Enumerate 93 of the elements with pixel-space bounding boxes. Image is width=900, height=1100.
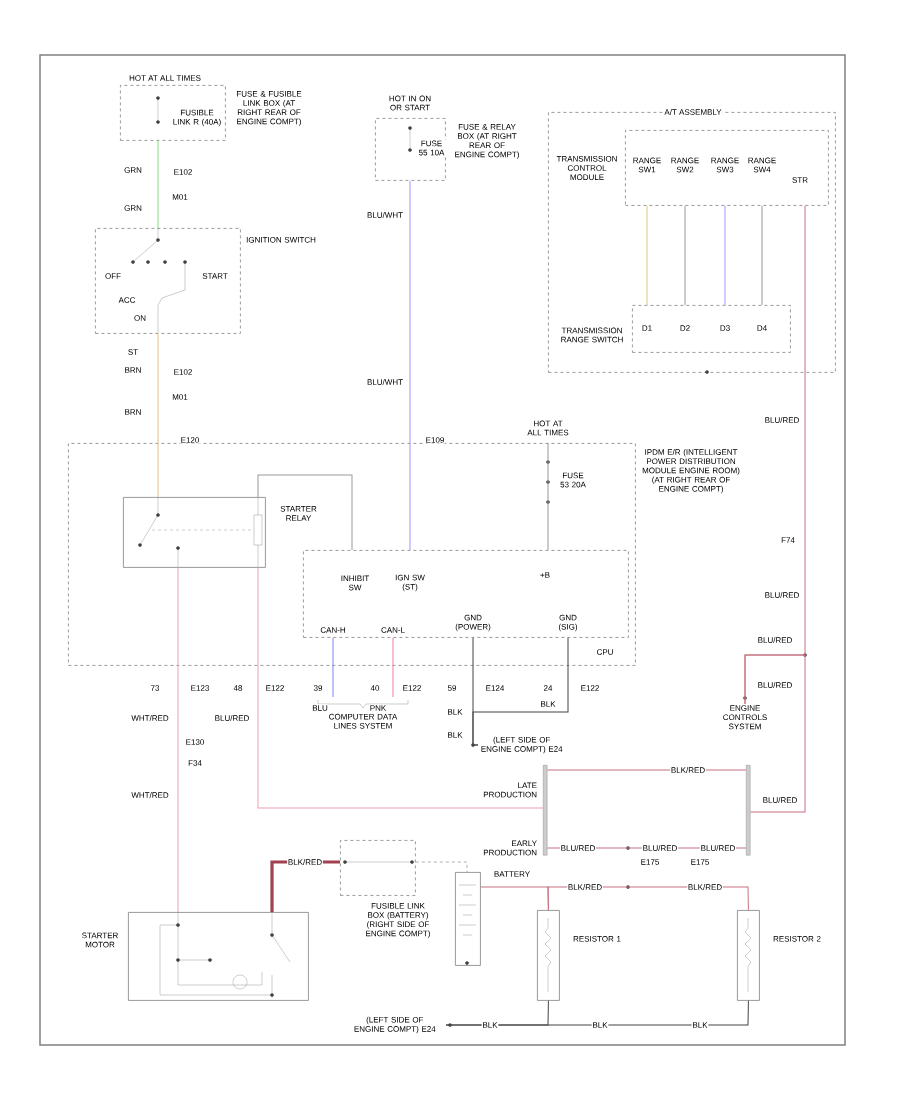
- pin-number: 48: [232, 684, 244, 692]
- fuse-box: HOT IN ON OR START FUSE 55 10A: [375, 94, 448, 181]
- pin-number: 40: [369, 684, 381, 692]
- bracket: [543, 765, 548, 856]
- wire-label: BLK/RED: [687, 883, 723, 891]
- wire-label: GRN: [123, 204, 143, 212]
- wire: [332, 637, 334, 698]
- wire-label: BLK: [691, 1021, 709, 1029]
- switch-box: TRANSMISSION RANGE SWITCH D1 D2 D3 D4: [556, 305, 791, 353]
- wire-label: BLU/RED: [559, 844, 597, 852]
- wire-label: BLU/RED: [213, 714, 251, 722]
- wire: [684, 205, 686, 306]
- system-label: ENGINE CONTROLS SYSTEM: [723, 705, 767, 730]
- wire: [646, 205, 648, 306]
- connector-label: E124: [484, 684, 506, 692]
- terminal-label: ST: [127, 348, 139, 356]
- wire-label: GRN: [123, 166, 143, 174]
- wire-label: BLU/WHT: [366, 211, 404, 219]
- wire-label: BLK: [539, 700, 557, 708]
- node-label: TRANSMISSION CONTROL MODULE: [556, 155, 617, 181]
- connector-label: E175: [689, 858, 711, 866]
- wire: [157, 140, 159, 229]
- wire-label: BLU/RED: [763, 591, 801, 599]
- pin-number: 59: [446, 684, 458, 692]
- production-note: EARLY PRODUCTION: [478, 839, 538, 857]
- wire: [445, 1000, 749, 1026]
- node-label: CPU: [596, 649, 613, 655]
- connector-label: E102: [172, 368, 194, 376]
- connector-label: E175: [639, 858, 661, 866]
- fusible-link-box: FUSIBLE LINK BOX (BATTERY) (RIGHT SIDE OF ENGINE COMPT): [340, 840, 445, 939]
- wire: [257, 567, 544, 809]
- wire-label: WHT/RED: [130, 791, 170, 799]
- production-note: LATE PRODUCTION: [478, 781, 538, 799]
- wire-label: BLU/WHT: [366, 378, 404, 386]
- resistor: RESISTOR 2: [737, 910, 822, 1001]
- wire: [547, 442, 549, 551]
- wire-label: BLU/RED: [756, 636, 794, 644]
- wire-label: BLK: [446, 731, 464, 739]
- wire-label: BLK/RED: [567, 883, 603, 891]
- fuse-box: HOT AT ALL TIMES FUSIBLE LINK R (40A): [120, 74, 226, 141]
- connector-label: M01: [171, 393, 189, 401]
- ground-label: (LEFT SIDE OF ENGINE COMPT) E24: [354, 1016, 436, 1034]
- wire: [157, 333, 159, 498]
- wire-label: PNK: [369, 704, 388, 712]
- connector-label: F74: [780, 536, 796, 544]
- wire-label: WHT/RED: [130, 714, 170, 722]
- location-note: FUSE & FUSIBLE LINK BOX (AT RIGHT REAR OF ENGINE COMPT): [237, 91, 302, 126]
- wire-label: BLK: [446, 708, 464, 716]
- wire-label: BLU/RED: [756, 681, 794, 689]
- pin-number: 73: [149, 684, 161, 692]
- location-note: FUSE & RELAY BOX (AT RIGHT REAR OF ENGINE COMPT): [455, 124, 519, 159]
- connector-label: M01: [171, 193, 189, 201]
- wire-label: BLU: [311, 704, 329, 712]
- connector-label: E122: [401, 684, 423, 692]
- node-label: TRANSMISSION RANGE SWITCH: [561, 327, 623, 343]
- bracket: [746, 765, 751, 856]
- wire: [392, 637, 394, 698]
- resistor: RESISTOR 1: [537, 910, 622, 1001]
- connector-label: E122: [579, 684, 601, 692]
- wire: [257, 474, 353, 551]
- connector-label: E109: [424, 436, 446, 444]
- wire-label: BLU/RED: [763, 416, 801, 424]
- connector-label: E123: [189, 684, 211, 692]
- wire: [761, 205, 763, 306]
- system-label: COMPUTER DATA LINES SYSTEM: [329, 713, 398, 729]
- wire: [724, 205, 726, 306]
- module-box: TRANSMISSION CONTROL MODULE RANGE SW1 RANGE SW2 RANGE SW3 RANGE SW4 STR: [551, 130, 829, 206]
- battery: BATTERY: [455, 870, 531, 966]
- connector-label: F34: [187, 759, 203, 767]
- wire-label: BLK/RED: [670, 766, 706, 774]
- connector-label: E102: [172, 168, 194, 176]
- wire-label: BLU/RED: [699, 844, 737, 852]
- connector-label: E122: [264, 684, 286, 692]
- wire-label: BRN: [123, 408, 143, 416]
- wire: [177, 567, 179, 913]
- wire-label: BLU/RED: [641, 844, 679, 852]
- pin-number: 24: [542, 684, 554, 692]
- wire-label: BLK: [591, 1021, 609, 1029]
- connector-label: E120: [179, 436, 201, 444]
- ignition-switch: IGNITION SWITCH OFF ACC ON START: [95, 228, 317, 334]
- wire-label: BLU/RED: [761, 796, 799, 804]
- wire-label: BRN: [123, 366, 143, 374]
- wire: [409, 180, 411, 551]
- ground-label: (LEFT SIDE OF ENGINE COMPT) E24: [481, 736, 563, 754]
- connector-label: E130: [184, 738, 206, 746]
- pin-number: 39: [312, 684, 324, 692]
- starter-motor: STARTER MOTOR: [77, 912, 309, 1001]
- location-note: IPDM E/R (INTELLIGENT POWER DISTRIBUTION MODULE ENGINE ROOM) (AT RIGHT REAR OF ENGINE COMPT): [642, 449, 740, 494]
- wire-label: BLK: [481, 1021, 499, 1029]
- wire-label: BLK/RED: [287, 858, 323, 866]
- wire: [415, 861, 468, 873]
- wire: [744, 654, 806, 813]
- wire: [472, 637, 569, 746]
